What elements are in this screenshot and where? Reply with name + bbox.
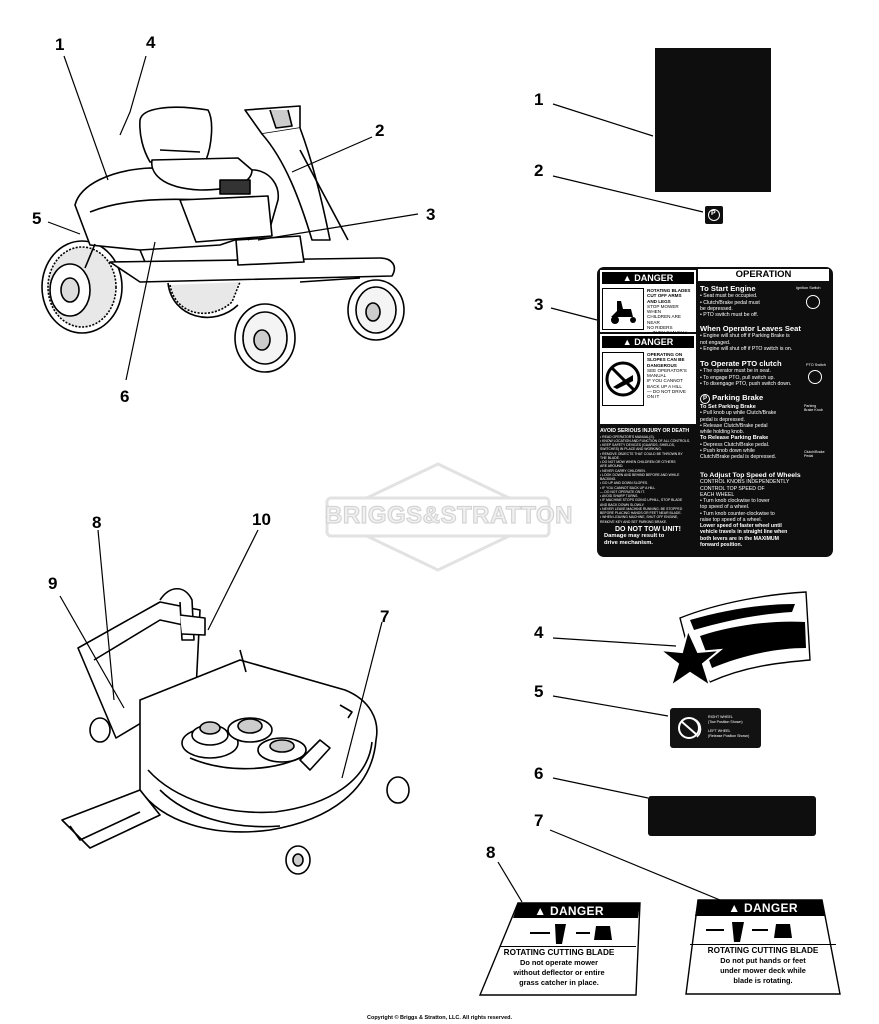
rider-icon <box>602 288 644 330</box>
danger-decal-8-line1: ROTATING CUTTING BLADE <box>503 948 615 957</box>
callout-right-5: 5 <box>534 682 544 701</box>
avoid-injury-section: AVOID SERIOUS INJURY OR DEATH • READ OPE… <box>600 428 696 524</box>
callout-right-7: 7 <box>534 811 544 830</box>
pedal-label: Clutch/Brake Pedal <box>804 450 825 458</box>
slope-prohibited-icon <box>602 352 644 406</box>
brake-knob-label: Parking Brake Knob <box>804 404 823 412</box>
danger-decal-7-line2: Do not put hands or feet <box>720 956 806 965</box>
callout-left-1: 1 <box>55 35 65 54</box>
callout-left-9: 9 <box>48 574 58 593</box>
pto-switch-label: PTO Switch <box>806 363 826 367</box>
left-wheel-sub: (Release Position Shown) <box>708 734 750 738</box>
danger-decal-8-header: ▲ DANGER <box>534 904 604 918</box>
danger-decal-7-header: ▲ DANGER <box>728 901 798 915</box>
danger-decal-7: ▲ DANGER ROTATING CUTTING BLADE Do not p… <box>690 900 836 996</box>
wheel-release-decal: RIGHT WHEEL (Tow Position Shown) LEFT WH… <box>670 708 761 748</box>
operation-title: OPERATION <box>698 269 829 281</box>
callout-left-5: 5 <box>32 209 42 228</box>
danger-tag-rotating-blades: ▲ DANGER ROTATING BLADES CUT OFF ARMS AN… <box>600 270 696 341</box>
danger-decal-8-line2: Do not operate mower <box>519 958 599 967</box>
danger-decal-7-line1: ROTATING CUTTING BLADE <box>707 946 819 955</box>
briggs-stratton-watermark: BRIGGS&STRATTON <box>324 462 573 572</box>
danger-decal-8-shape <box>478 902 641 996</box>
danger-decal-8-line4: grass catcher in place. <box>519 978 599 987</box>
pto-section: To Operate PTO clutch • The operator mus… <box>700 359 826 387</box>
callout-left-3: 3 <box>426 205 436 224</box>
adjust-speed-section: To Adjust Top Speed of Wheels CONTROL KN… <box>700 472 801 548</box>
right-wheel-title: RIGHT WHEEL <box>708 715 733 719</box>
mower-deck-illustration <box>61 587 410 875</box>
usa-decal <box>656 591 811 689</box>
danger-decal-7-shape <box>685 899 841 995</box>
callout-left-7: 7 <box>380 607 390 626</box>
callout-right-2: 2 <box>534 161 544 180</box>
decal-2-parking: P <box>705 206 723 224</box>
callout-right-6: 6 <box>534 764 544 783</box>
danger-tag-slopes: ▲ DANGER OPERATING ON SLOPES CAN BE DANG… <box>600 334 696 424</box>
danger-decal-8: ▲ DANGER ROTATING CUTTING BLADE Do not o… <box>486 903 632 999</box>
parking-brake-section: P Parking Brake To Set Parking Brake • P… <box>700 393 825 461</box>
tow-title: DO NOT TOW UNIT! <box>615 526 681 533</box>
copyright-notice: Copyright © Briggs & Stratton, LLC. All … <box>366 1015 513 1021</box>
danger-decal-8-line3: without deflector or entire <box>513 968 605 977</box>
ignition-key-icon <box>806 295 820 309</box>
decal-1 <box>655 48 771 192</box>
callout-right-4: 4 <box>534 623 544 642</box>
left-wheel-title: LEFT WHEEL <box>708 729 731 733</box>
danger-decal-7-line4: blade is rotating. <box>733 976 793 985</box>
decal-6 <box>648 796 816 836</box>
pto-switch-icon <box>808 370 822 384</box>
callout-right-8: 8 <box>486 843 496 862</box>
avoid-title: AVOID SERIOUS INJURY OR DEATH <box>600 428 690 434</box>
callout-right-3: 3 <box>534 295 544 314</box>
leader-lines <box>47 55 721 903</box>
danger-tag-1-header: ▲ DANGER <box>602 272 694 284</box>
callout-left-2: 2 <box>375 121 385 140</box>
danger-tag-2-header: ▲ DANGER <box>602 336 694 348</box>
leave-seat-section: When Operator Leaves Seat • Engine will … <box>700 324 801 352</box>
wheel-release-icon <box>678 717 702 739</box>
parking-brake-icon: P <box>700 394 710 404</box>
watermark-text: BRIGGS&STRATTON <box>324 501 573 529</box>
callout-left-4: 4 <box>146 33 156 52</box>
do-not-tow-section: DO NOT TOW UNIT! Damage may result to dr… <box>600 526 696 546</box>
operation-decal: ▲ DANGER ROTATING BLADES CUT OFF ARMS AN… <box>597 267 833 557</box>
parking-symbol: P <box>711 210 716 217</box>
callout-right-1: 1 <box>534 90 544 109</box>
riding-mower-illustration <box>41 105 405 373</box>
callout-left-10: 10 <box>252 510 271 529</box>
start-engine-section: To Start Engine • Seat must be occupied.… <box>700 284 821 319</box>
ignition-label: Ignition Switch <box>796 286 821 290</box>
danger-decal-7-line3: under mower deck while <box>720 966 806 975</box>
right-wheel-sub: (Tow Position Shown) <box>708 720 743 724</box>
callout-left-8: 8 <box>92 513 102 532</box>
callout-left-6: 6 <box>120 387 130 406</box>
